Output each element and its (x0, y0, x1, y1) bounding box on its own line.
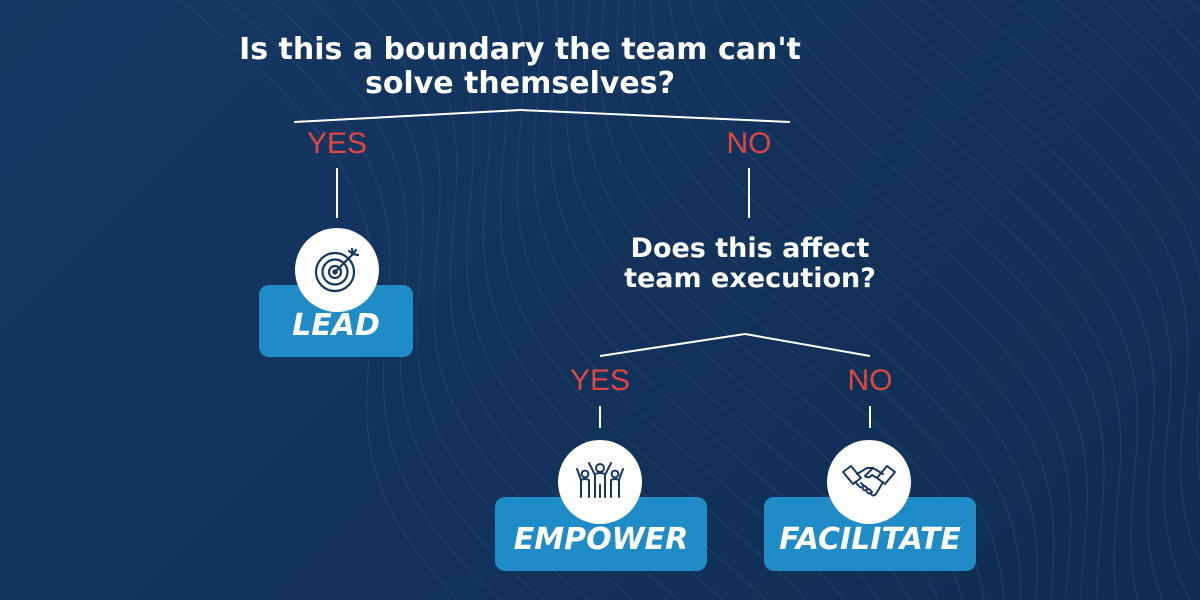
handshake-icon (827, 440, 911, 524)
empower-label: EMPOWER (513, 522, 689, 557)
q2-no-label: NO (847, 364, 893, 397)
q1-no-branch-line (519, 109, 791, 123)
team-celebration-icon (558, 440, 642, 524)
target-icon (295, 228, 379, 312)
q1-no-label: NO (726, 127, 772, 160)
lead-label: LEAD (292, 308, 380, 343)
q2-yes-branch-line (599, 333, 746, 357)
question-team-execution: Does this affect team execution? (624, 233, 876, 295)
q1-yes-branch-line (293, 109, 521, 123)
q2-no-branch-line (744, 333, 871, 357)
facilitate-label: FACILITATE (779, 522, 961, 557)
q1-yes-label: YES (306, 127, 368, 160)
q2-yes-label: YES (569, 364, 631, 397)
question-boundary: Is this a boundary the team can't solve … (239, 32, 801, 101)
facilitate-outcome-box: FACILITATE (764, 497, 976, 571)
